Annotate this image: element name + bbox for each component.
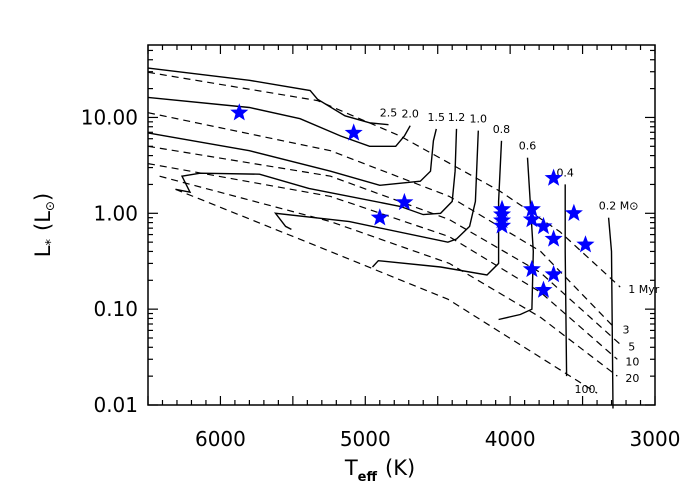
star-marker <box>395 192 414 211</box>
isochrone-label: 1 Myr <box>628 283 659 296</box>
mass-track-label: 0.2 M⊙ <box>599 200 639 213</box>
isochrone-label: 5 <box>628 340 635 353</box>
stars <box>230 103 595 298</box>
x-tick-label: 5000 <box>340 427 391 451</box>
axis-ticks <box>147 45 656 406</box>
mass-track-line <box>147 67 389 126</box>
mass-track-label: 2.5 <box>380 107 398 120</box>
x-tick-label: 4000 <box>485 427 536 451</box>
mass-track-label: 1.0 <box>470 113 488 126</box>
mass-track-label: 0.6 <box>519 140 537 153</box>
mass-track-label: 0.8 <box>493 123 511 136</box>
star-marker <box>370 208 389 226</box>
isochrone-line <box>147 112 615 329</box>
isochrone-label: 100 <box>575 383 596 396</box>
mass-track-line <box>564 184 568 377</box>
star-marker <box>522 199 541 217</box>
isochrone-line <box>147 163 618 360</box>
star-marker <box>522 259 541 278</box>
y-tick-label: 0.10 <box>93 297 138 321</box>
mass-track-label: 1.5 <box>428 111 446 124</box>
y-tick-labels: 10.00 1.00 0.10 0.01 <box>81 105 138 417</box>
isochrone-line <box>147 71 621 288</box>
mass-track-label: 1.2 <box>448 111 466 124</box>
star-marker <box>544 229 563 247</box>
star-marker <box>534 280 553 298</box>
isochrone-line <box>159 175 618 377</box>
y-tick-label: 10.00 <box>81 105 138 129</box>
y-tick-label: 0.01 <box>93 393 138 417</box>
star-marker <box>564 203 583 221</box>
isochrone-line <box>147 145 621 345</box>
star-marker <box>230 103 249 121</box>
isochrones: 1 Myr 3 5 10 20 100 <box>147 71 660 396</box>
star-marker <box>576 235 595 253</box>
x-tick-label: 6000 <box>195 427 246 451</box>
star-marker <box>344 123 363 141</box>
star-marker <box>522 210 541 228</box>
mass-track-line <box>147 96 411 147</box>
x-tick-labels: 6000 5000 4000 3000 <box>195 427 680 451</box>
star-marker <box>534 216 553 235</box>
star-marker <box>493 216 512 234</box>
y-axis-title: L*(L⊙) <box>31 193 59 257</box>
isochrone-line <box>175 188 598 394</box>
x-axis-title: Teff(K) <box>344 456 415 485</box>
mass-track-line <box>273 130 479 243</box>
mass-track-line <box>147 128 437 187</box>
plot-frame <box>147 44 656 406</box>
mass-track-label: 2.0 <box>401 108 419 121</box>
isochrone-label: 3 <box>622 324 629 337</box>
x-tick-label: 3000 <box>630 427 681 451</box>
star-marker <box>544 168 563 186</box>
isochrone-label: 10 <box>625 355 639 368</box>
mass-track-line <box>371 140 503 276</box>
y-tick-label: 1.00 <box>93 201 138 225</box>
mass-track-line <box>607 217 614 409</box>
isochrone-label: 20 <box>625 372 639 385</box>
star-marker <box>544 265 563 283</box>
mass-track-line <box>175 128 458 216</box>
